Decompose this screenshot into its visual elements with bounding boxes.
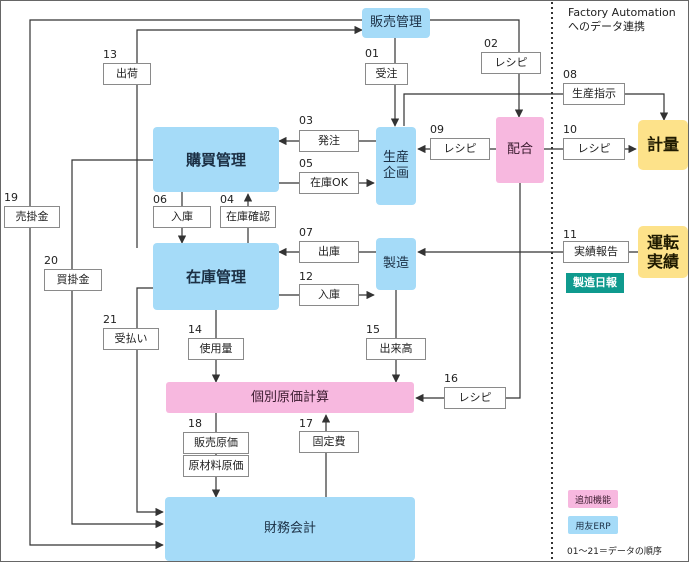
- device-operation-results: 運転 実績: [638, 226, 688, 278]
- flow-21-line: [136, 287, 164, 517]
- module-production-planning: 生産 企画: [376, 127, 416, 205]
- flow-label-14: 使用量: [188, 338, 244, 360]
- module-inventory: 在庫管理: [153, 243, 279, 310]
- flow-label-07: 出庫: [299, 241, 359, 263]
- flow-label-09: レシピ: [430, 138, 490, 160]
- fa-header-line1: Factory Automation: [568, 6, 676, 19]
- flow-label-10: レシピ: [563, 138, 625, 160]
- flow-number-11: 11: [563, 228, 577, 241]
- flow-number-06: 06: [153, 193, 167, 206]
- flow-number-17: 17: [299, 417, 313, 430]
- operation-results-line2: 実績: [646, 252, 679, 271]
- production-planning-line1: 生産: [382, 150, 409, 166]
- flow-number-20: 20: [44, 254, 58, 267]
- flow-number-02: 02: [484, 37, 498, 50]
- flow-label-13: 出荷: [103, 63, 151, 85]
- flow-20-line: [71, 159, 164, 529]
- flow-number-13: 13: [103, 48, 117, 61]
- daily-report-badge: 製造日報: [566, 273, 624, 293]
- flow-number-21: 21: [103, 313, 117, 326]
- flow-label-12: 入庫: [299, 284, 359, 306]
- flow-number-19: 19: [4, 191, 18, 204]
- production-planning-line2: 企画: [382, 166, 409, 181]
- flow-02-line: [430, 19, 524, 118]
- flow-number-16: 16: [444, 372, 458, 385]
- device-weighing: 計量: [638, 120, 688, 170]
- flow-label-16: レシピ: [444, 387, 506, 409]
- legend-order-note: 01～21＝データの順序: [567, 547, 662, 557]
- flow-number-09: 09: [430, 123, 444, 136]
- flow-number-05: 05: [299, 157, 313, 170]
- flow-label-11: 実績報告: [563, 241, 629, 263]
- operation-results-line1: 運転: [646, 232, 679, 252]
- flow-number-01: 01: [365, 47, 379, 60]
- flow-label-02: レシピ: [481, 52, 541, 74]
- flow-19-line: [29, 19, 362, 550]
- flow-label-01: 受注: [365, 63, 408, 85]
- flow-label-15: 出来高: [366, 338, 426, 360]
- legend-added-function: 追加機能: [568, 490, 618, 508]
- flow-number-18: 18: [188, 417, 202, 430]
- module-accounting: 財務会計: [165, 497, 415, 561]
- flow-label-20: 買掛金: [44, 269, 102, 291]
- module-purchasing: 購買管理: [153, 127, 279, 192]
- flow-label-19: 売掛金: [4, 206, 60, 228]
- flow-label-06: 入庫: [153, 206, 211, 228]
- flow-label-17: 固定費: [299, 431, 359, 453]
- fa-header-line2: へのデータ連携: [568, 20, 645, 33]
- flow-08-line: [403, 93, 669, 126]
- flow-number-15: 15: [366, 323, 380, 336]
- flow-number-08: 08: [563, 68, 577, 81]
- module-sales: 販売管理: [362, 8, 430, 38]
- flow-number-14: 14: [188, 323, 202, 336]
- flow-label-21: 受払い: [103, 328, 159, 350]
- flow-13-line: [136, 25, 363, 248]
- legend-erp: 用友ERP: [568, 516, 618, 534]
- flow-label-08: 生産指示: [563, 83, 625, 105]
- flow-label-18: 販売原価: [183, 432, 249, 454]
- flow-16-line: [415, 182, 521, 403]
- module-blending: 配合: [496, 117, 544, 183]
- flow-label-05: 在庫OK: [299, 172, 359, 194]
- flow-number-03: 03: [299, 114, 313, 127]
- flow-number-07: 07: [299, 226, 313, 239]
- flow-label-18b: 原材料原価: [183, 455, 249, 477]
- module-manufacturing: 製造: [376, 238, 416, 290]
- flow-number-10: 10: [563, 123, 577, 136]
- flow-number-12: 12: [299, 270, 313, 283]
- flow-number-04: 04: [220, 193, 234, 206]
- module-costing: 個別原価計算: [166, 382, 414, 413]
- flow-label-03: 発注: [299, 130, 359, 152]
- flow-label-04: 在庫確認: [220, 206, 276, 228]
